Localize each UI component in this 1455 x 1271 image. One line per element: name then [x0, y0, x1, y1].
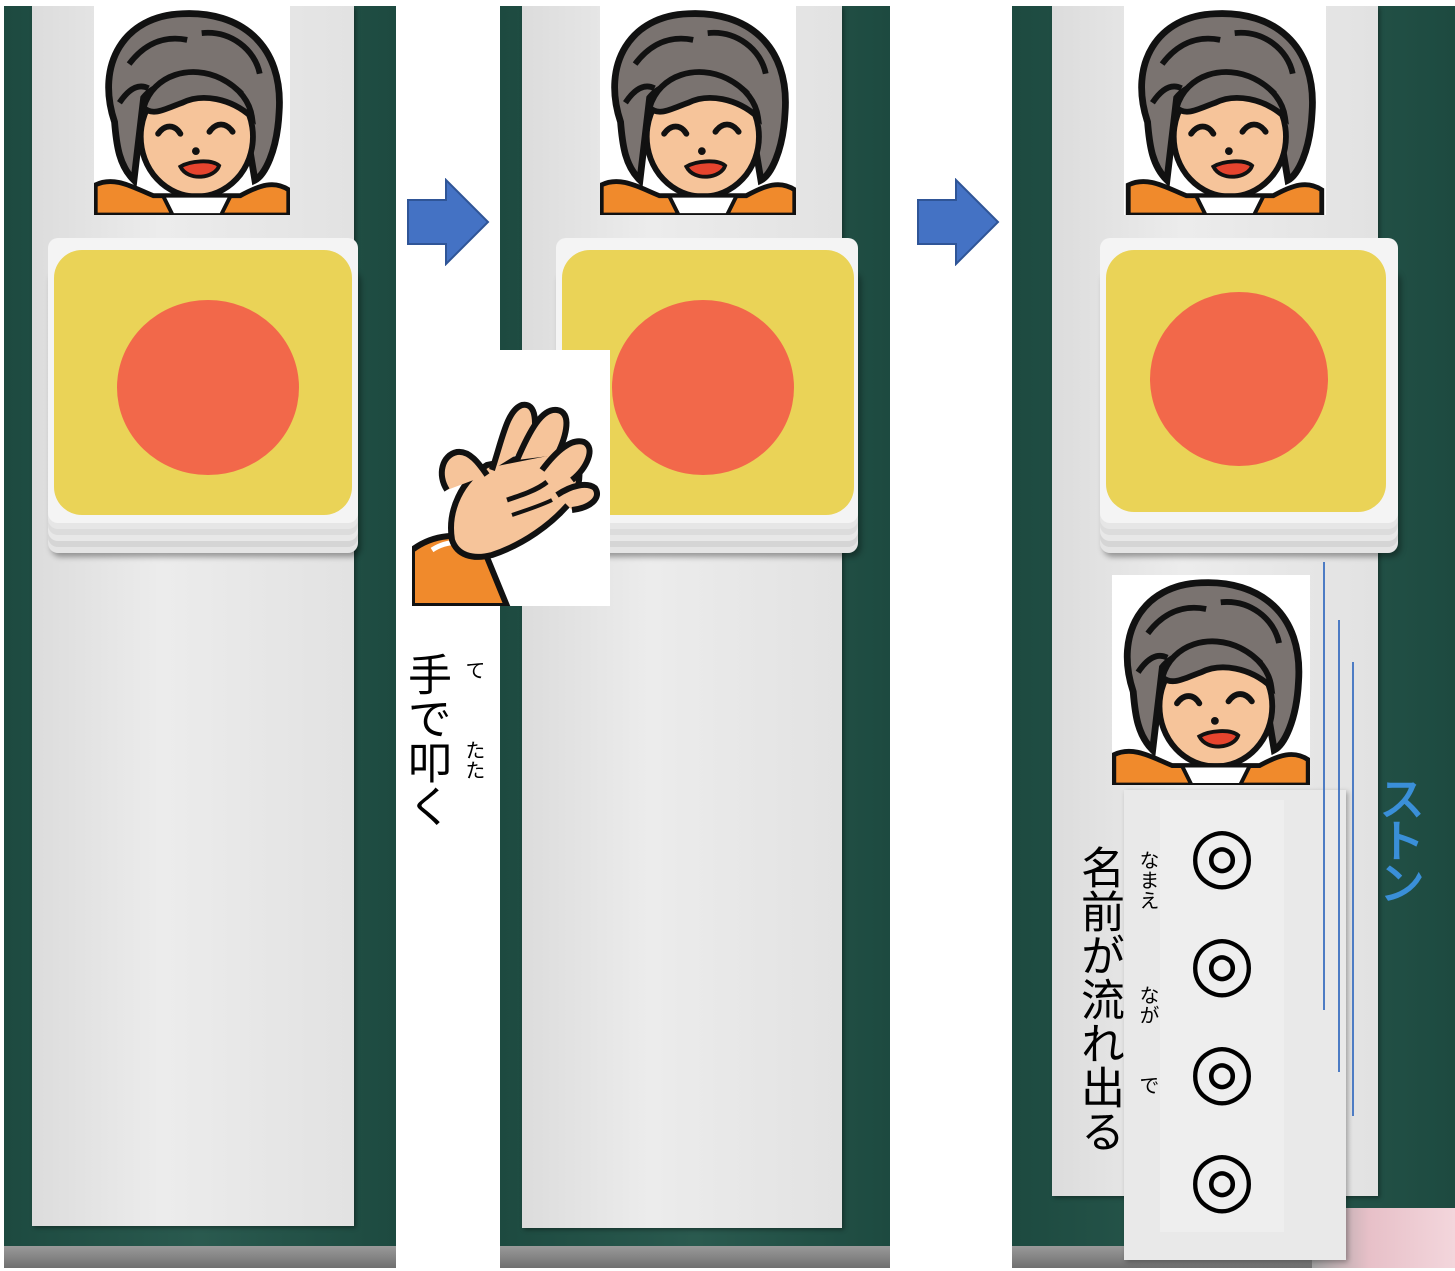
name-mark: ◎ [1189, 924, 1255, 1000]
name-mark: ◎ [1189, 1140, 1255, 1216]
step2-caption: 手で叩く [403, 652, 447, 828]
name-slip: ◎ ◎ ◎ ◎ [1160, 800, 1284, 1232]
red-button-dot[interactable] [117, 300, 299, 475]
face-illustration-icon [1112, 575, 1310, 785]
motion-line [1323, 562, 1325, 1010]
red-button-dot[interactable] [1150, 292, 1328, 466]
step2-panel [500, 6, 890, 1268]
chalk-tray [4, 1246, 396, 1268]
chalk-tray [500, 1246, 890, 1268]
face-illustration-icon [94, 6, 290, 215]
right-arrow-icon [916, 178, 1000, 266]
sound-effect-text: ストン [1376, 775, 1422, 901]
ruby-naga: なが [1138, 985, 1158, 1025]
motion-line [1338, 620, 1340, 1072]
step1-panel [4, 6, 396, 1268]
ruby-de: で [1138, 1075, 1158, 1095]
hand-tap-icon [412, 350, 610, 606]
ruby-namae: なまえ [1138, 850, 1158, 910]
ruby-tata: たた [464, 740, 484, 780]
motion-line [1352, 662, 1354, 1116]
ruby-te: て [464, 660, 484, 680]
name-mark: ◎ [1189, 1032, 1255, 1108]
face-illustration-icon [1124, 6, 1326, 215]
step3-caption: 名前が流れ出る [1076, 845, 1120, 1153]
name-mark: ◎ [1189, 816, 1255, 892]
face-illustration-icon [600, 6, 796, 215]
red-button-dot[interactable] [612, 300, 794, 475]
right-arrow-icon [406, 178, 490, 266]
